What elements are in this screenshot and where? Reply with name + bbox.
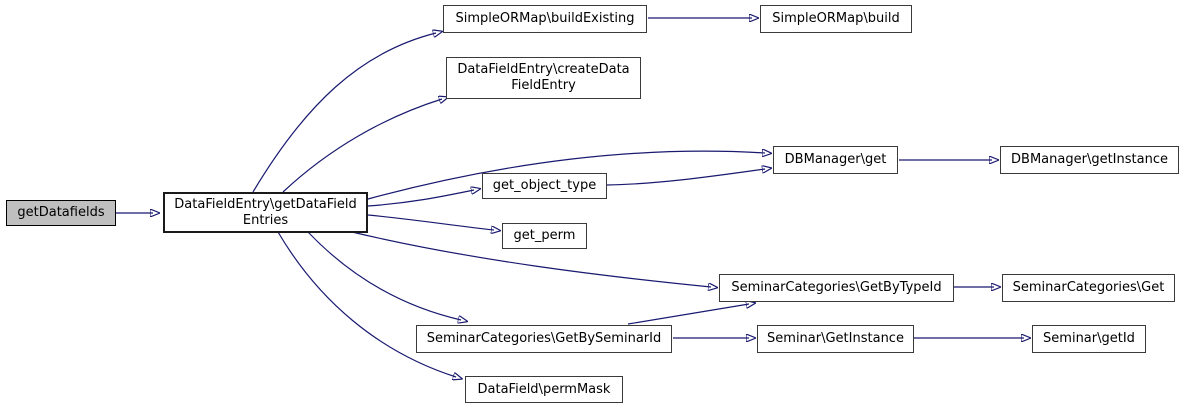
edge-getdatafieldentries-to-dbmanager-get [367, 151, 765, 200]
node-get-object-type[interactable]: get_object_type [482, 173, 607, 199]
edge-getdatafieldentries-to-getbytypeid [351, 231, 711, 287]
node-datafield-permmask[interactable]: DataField\permMask [465, 376, 623, 403]
edge-getdatafieldentries-to-get-perm [367, 214, 494, 230]
node-dbmanager-get[interactable]: DBManager\get [773, 146, 898, 174]
node-seminarcategories-get[interactable]: SeminarCategories\Get [1002, 274, 1175, 302]
node-seminarcategories-getbytypeid[interactable]: SeminarCategories\GetByTypeId [719, 274, 954, 302]
edge-getdatafieldentries-to-createdatafieldentry [282, 99, 442, 193]
node-get-perm[interactable]: get_perm [502, 223, 587, 249]
node-simpleormap-buildexisting[interactable]: SimpleORMap\buildExisting [443, 5, 647, 33]
node-datafieldentry-createdatafieldentry[interactable]: DataFieldEntry\createData FieldEntry [446, 57, 641, 99]
node-datafieldentry-getdatafieldentries[interactable]: DataFieldEntry\getDataField Entries [163, 192, 368, 233]
node-getdatafields: getDatafields [6, 200, 116, 226]
edge-getdatafieldentries-to-buildexisting [252, 33, 436, 193]
node-seminar-getinstance[interactable]: Seminar\GetInstance [757, 325, 914, 353]
node-dbmanager-getinstance[interactable]: DBManager\getInstance [1000, 146, 1179, 174]
edge-getdatafieldentries-to-permmask [277, 231, 456, 377]
node-seminar-getid[interactable]: Seminar\getId [1032, 325, 1146, 353]
node-seminarcategories-getbyseminarid[interactable]: SeminarCategories\GetBySeminarId [416, 325, 672, 353]
node-simpleormap-build[interactable]: SimpleORMap\build [760, 5, 912, 33]
edge-getdatafieldentries-to-getbyseminarid [307, 231, 461, 320]
edge-getbyseminarid-to-getbytypeid [627, 304, 749, 325]
edge-getdatafieldentries-to-get-object-type [367, 190, 474, 207]
edge-get-object-type-to-dbmanager-get [606, 169, 765, 186]
